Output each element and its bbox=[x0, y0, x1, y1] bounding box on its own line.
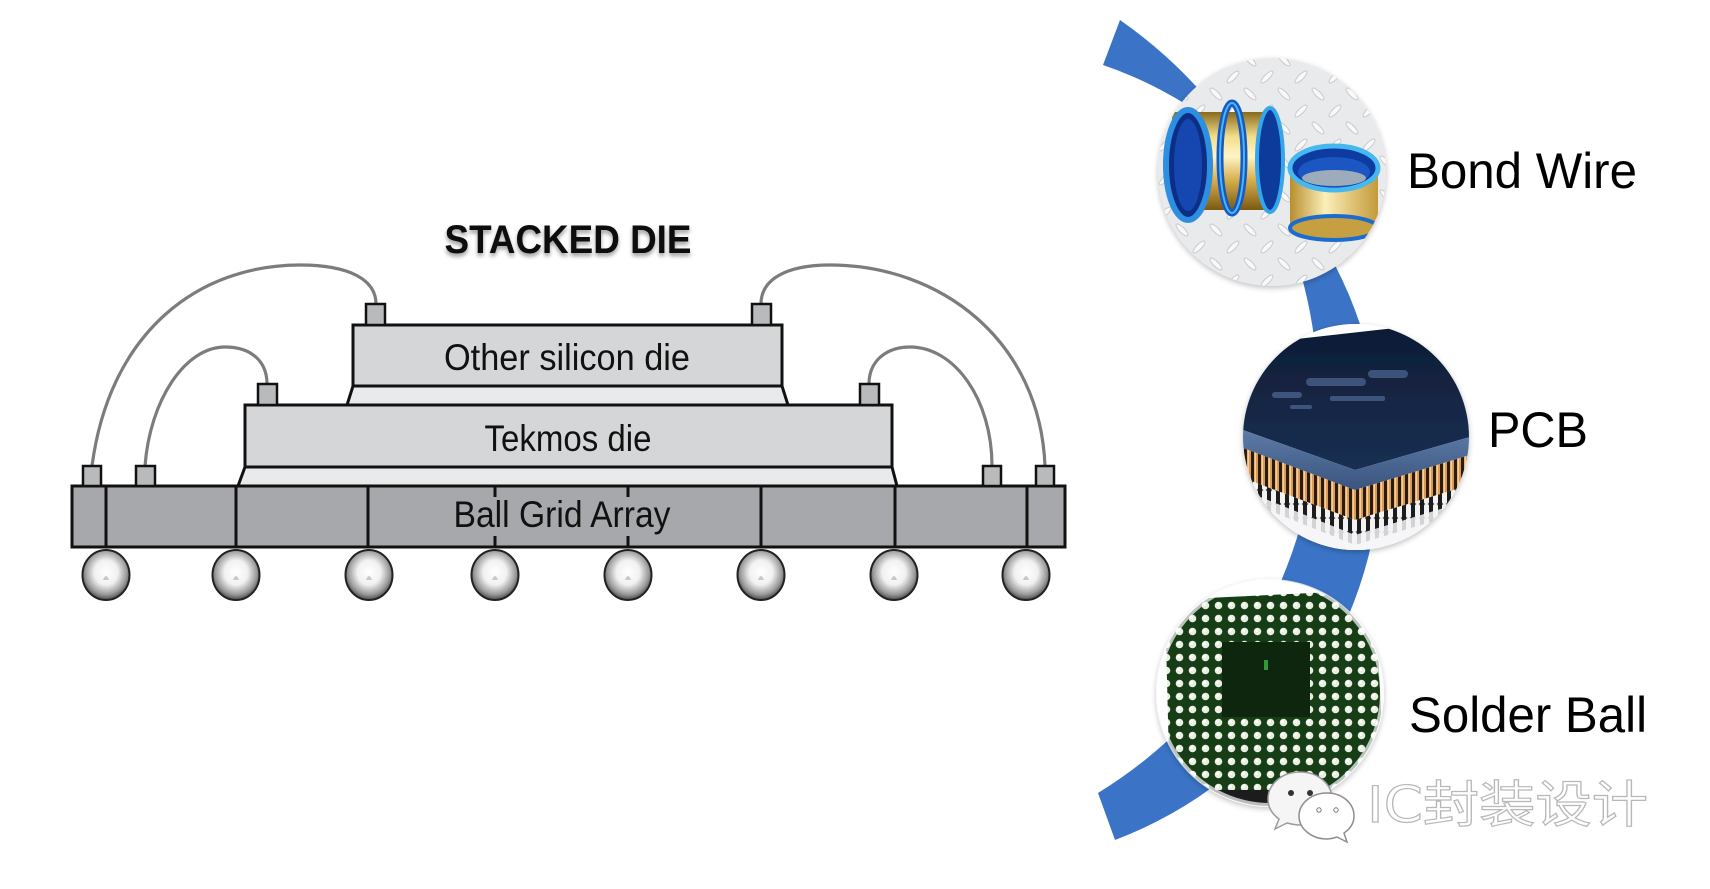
solder-ball bbox=[603, 549, 653, 601]
gold-spool-left bbox=[1163, 99, 1285, 223]
gold-spool-right bbox=[1287, 143, 1381, 242]
bond-pad bbox=[858, 382, 881, 407]
bond-pad bbox=[81, 464, 103, 488]
top-die: Other silicon die bbox=[344, 302, 791, 407]
solder-ball bbox=[81, 549, 131, 601]
solder-ball-photo bbox=[1156, 579, 1384, 807]
bond-wire-outer-left bbox=[90, 263, 378, 468]
middle-die-label: Tekmos die bbox=[485, 418, 652, 459]
component-label-pcb: PCB bbox=[1488, 402, 1588, 458]
diagram: STACKED DIE Other silicon die Tekmos die bbox=[70, 218, 1067, 601]
watermark: IC封装设计 bbox=[1267, 771, 1649, 844]
bond-wire-inner-right bbox=[867, 345, 994, 468]
bond-pad bbox=[134, 464, 157, 488]
substrate-label: Ball Grid Array bbox=[454, 494, 671, 535]
diagram-title: STACKED DIE bbox=[445, 218, 692, 262]
top-die-attach bbox=[344, 384, 791, 407]
components-panel: Bond Wire bbox=[1098, 20, 1649, 844]
bond-pad bbox=[1034, 464, 1056, 488]
bond-wire-photo bbox=[1158, 58, 1386, 286]
solder-ball bbox=[211, 549, 261, 601]
watermark-text: IC封装设计 bbox=[1367, 776, 1648, 834]
bond-wire-inner-left bbox=[143, 345, 269, 468]
solder-ball bbox=[736, 549, 786, 601]
middle-die-body bbox=[243, 403, 894, 469]
middle-die-attach bbox=[235, 465, 899, 488]
bga-die-area bbox=[1222, 642, 1310, 717]
top-die-label: Other silicon die bbox=[444, 337, 690, 378]
bond-wire-outer-right bbox=[759, 263, 1047, 468]
solder-ball bbox=[1001, 549, 1051, 601]
ball-grid-array-substrate: Ball Grid Array bbox=[70, 464, 1067, 549]
bond-pad bbox=[256, 382, 279, 407]
bond-pad bbox=[981, 464, 1003, 488]
wechat-icon bbox=[1267, 771, 1355, 844]
component-label-bond-wire: Bond Wire bbox=[1407, 143, 1637, 199]
bond-pad bbox=[750, 302, 773, 327]
solder-ball bbox=[344, 549, 394, 601]
bond-wires bbox=[90, 263, 1047, 468]
solder-balls bbox=[81, 549, 1051, 601]
middle-die: Tekmos die bbox=[235, 382, 899, 488]
bond-pad bbox=[364, 302, 387, 327]
top-die-body bbox=[351, 323, 784, 388]
component-label-solder-ball: Solder Ball bbox=[1409, 687, 1647, 743]
pcb-photo bbox=[1243, 324, 1469, 550]
solder-ball bbox=[869, 549, 919, 601]
solder-ball bbox=[470, 549, 520, 601]
